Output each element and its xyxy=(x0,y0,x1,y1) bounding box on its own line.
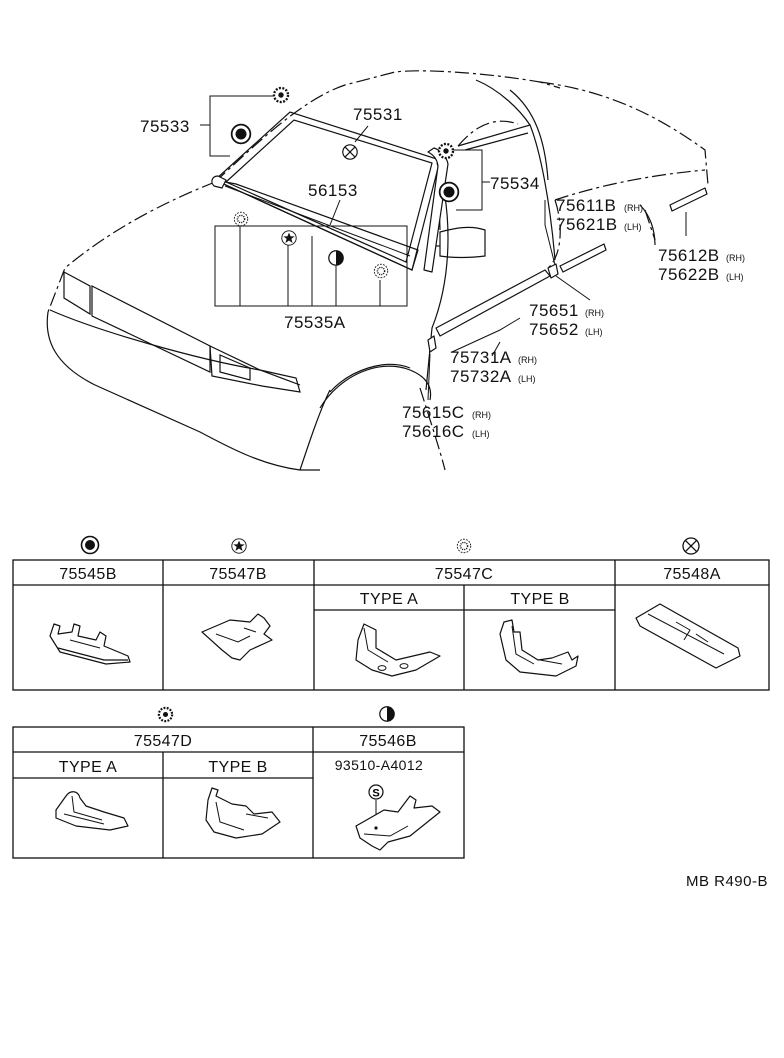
clip-75545b-drawing xyxy=(49,623,131,665)
sub-part-93510-a4012: 93510-A4012 xyxy=(335,757,423,773)
clip-75547c-type-a-drawing xyxy=(355,623,441,677)
type-a-label: TYPE A xyxy=(360,591,418,608)
label-75652-side: (LH) xyxy=(585,327,603,337)
clip-75547c-type-b-drawing xyxy=(499,619,579,677)
label-75731a-side: (RH) xyxy=(518,355,537,365)
label-75612b-side: (RH) xyxy=(726,253,745,263)
header-75545b: 75545B xyxy=(59,566,117,583)
header-75547d: 75547D xyxy=(134,733,192,750)
label-75651-side: (RH) xyxy=(585,308,604,318)
label-75535a: 75535A xyxy=(284,313,346,332)
part-labels: 75533 75531 56153 75534 75535A 75611B (R… xyxy=(140,105,745,441)
label-75621b-side: (LH) xyxy=(624,222,642,232)
label-75615c-side: (RH) xyxy=(472,410,491,420)
screw-s-label: S xyxy=(372,788,379,800)
label-75533: 75533 xyxy=(140,117,190,136)
half-filled-circle-icon xyxy=(379,706,395,722)
double-circle-icon xyxy=(230,123,252,145)
dotted-circle-icon xyxy=(456,538,472,554)
half-filled-circle-icon xyxy=(328,250,344,266)
label-75615c: 75615C xyxy=(402,403,465,422)
label-75611b: 75611B xyxy=(556,196,616,215)
type-b-label: TYPE B xyxy=(510,591,569,608)
clip-75546b-drawing: S xyxy=(355,784,441,851)
windshield xyxy=(211,111,449,273)
header-75547c: 75547C xyxy=(435,566,493,583)
label-75731a: 75731A xyxy=(450,348,512,367)
label-75531: 75531 xyxy=(353,105,403,124)
clip-table-2: 75547D 75546B TYPE A TYPE B 93510-A4012 … xyxy=(12,706,465,859)
gear-circle-icon xyxy=(272,86,290,104)
clip-75547b-drawing xyxy=(201,613,273,661)
leader-lines xyxy=(200,95,687,401)
clip-table-1: 75545B 75547B 75547C 75548A TYPE A TYPE … xyxy=(12,535,770,691)
double-circle-icon xyxy=(80,535,100,555)
dotted-circle-icon xyxy=(373,263,389,279)
star-icon xyxy=(231,538,247,554)
crossed-circle-icon xyxy=(682,537,700,555)
label-75651: 75651 xyxy=(529,301,579,320)
clip-75547d-type-a-drawing xyxy=(55,791,129,831)
double-circle-icon xyxy=(438,181,460,203)
type-b-label: TYPE B xyxy=(208,759,267,776)
label-75616c-side: (LH) xyxy=(472,429,490,439)
header-75547b: 75547B xyxy=(209,566,267,583)
header-75546b: 75546B xyxy=(359,733,417,750)
label-75732a: 75732A xyxy=(450,367,512,386)
label-75732a-side: (LH) xyxy=(518,374,536,384)
label-75621b: 75621B xyxy=(556,215,618,234)
crossed-circle-icon xyxy=(342,144,358,160)
label-75652: 75652 xyxy=(529,320,579,339)
diagram-code: MB R490-B xyxy=(686,873,768,890)
star-icon xyxy=(281,230,297,246)
screw-s-mark xyxy=(368,784,384,800)
type-a-label: TYPE A xyxy=(59,759,117,776)
label-75534: 75534 xyxy=(490,174,540,193)
label-56153: 56153 xyxy=(308,181,358,200)
dotted-circle-icon xyxy=(233,211,249,227)
gear-circle-icon xyxy=(157,706,174,723)
clip-75547d-type-b-drawing xyxy=(205,787,281,839)
label-75611b-side: (RH) xyxy=(624,203,643,213)
label-75622b-side: (LH) xyxy=(726,272,744,282)
side-moldings xyxy=(427,187,708,353)
label-75622b: 75622B xyxy=(658,265,720,284)
label-75612b: 75612B xyxy=(658,246,720,265)
header-75548a: 75548A xyxy=(663,566,721,583)
label-75616c: 75616C xyxy=(402,422,465,441)
clip-75548a-drawing xyxy=(635,603,741,669)
gear-circle-icon xyxy=(437,142,455,160)
